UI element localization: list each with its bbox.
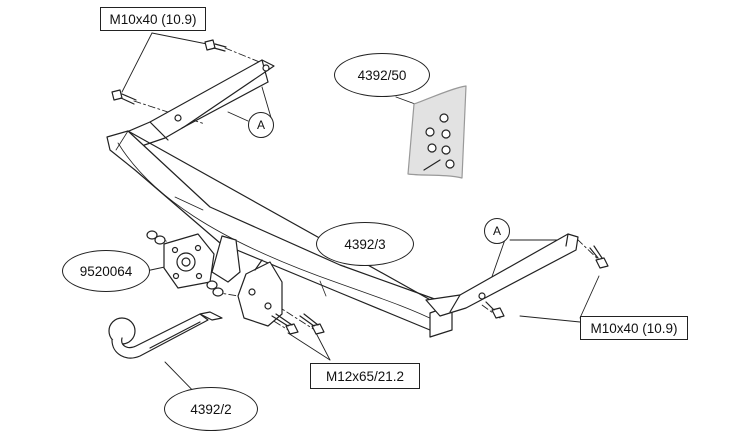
bolt-spec-label-bottom: M12x65/21.2 <box>310 363 420 389</box>
ref-marker-a-right: A <box>484 218 510 244</box>
right-side-bracket <box>425 233 579 317</box>
socket-part-number: 9520064 <box>62 250 150 292</box>
tow-ball-neck <box>108 311 223 359</box>
bolt-top-center <box>204 39 227 52</box>
left-side-bracket <box>114 59 275 155</box>
bolt-right-lower <box>485 301 505 319</box>
socket-washers <box>146 230 224 297</box>
bolt-spec-label-right: M10x40 (10.9) <box>580 316 688 340</box>
crossbar-part-number: 4392/3 <box>316 222 414 266</box>
bolt-spec-label-top: M10x40 (10.9) <box>100 7 206 31</box>
socket-plate <box>163 233 215 289</box>
bolt-top-left <box>111 89 137 105</box>
bolt-bottom-1 <box>271 313 299 335</box>
bolt-right <box>589 245 609 269</box>
tow-mount-plate <box>211 235 283 327</box>
bolt-kit-bag <box>407 85 467 179</box>
kit-part-number: 4392/50 <box>334 53 430 97</box>
ref-marker-a-left: A <box>248 112 274 138</box>
bolt-bottom-2 <box>299 313 325 335</box>
towball-part-number: 4392/2 <box>164 387 258 431</box>
